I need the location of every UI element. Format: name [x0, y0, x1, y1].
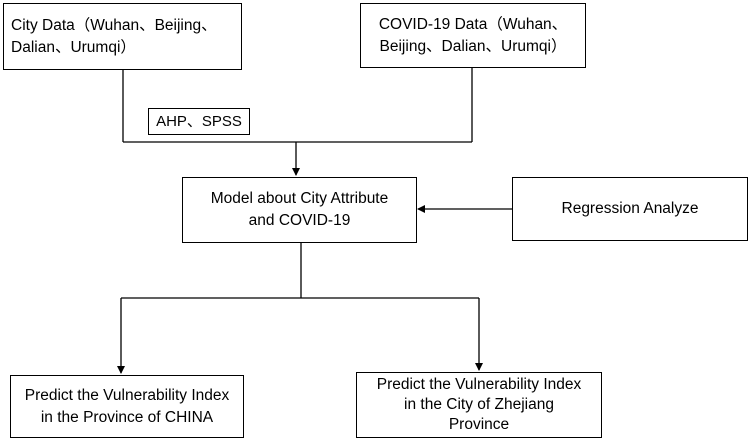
model-label: Model about City Attribute and COVID-19: [210, 190, 389, 229]
method-tag-box: AHP、SPSS: [148, 108, 250, 135]
method-tag-label: AHP、SPSS: [156, 112, 242, 130]
city-data-label: City Data（Wuhan、Beijing、 Dalian、Urumqi）: [11, 16, 217, 56]
predict-zhejiang-label: Predict the Vulnerability Index in the C…: [376, 376, 582, 433]
regression-box: Regression Analyze: [512, 177, 748, 241]
predict-zhejiang-box: Predict the Vulnerability Index in the C…: [356, 372, 602, 438]
predict-china-label: Predict the Vulnerability Index in the P…: [24, 386, 230, 426]
model-box: Model about City Attribute and COVID-19: [182, 177, 417, 243]
regression-label: Regression Analyze: [561, 200, 699, 217]
covid-data-label: COVID-19 Data（Wuhan、 Beijing、Dalian、Urum…: [378, 15, 568, 55]
covid-data-box: COVID-19 Data（Wuhan、 Beijing、Dalian、Urum…: [360, 3, 586, 68]
city-data-box: City Data（Wuhan、Beijing、 Dalian、Urumqi）: [3, 3, 242, 70]
predict-china-box: Predict the Vulnerability Index in the P…: [10, 375, 244, 438]
